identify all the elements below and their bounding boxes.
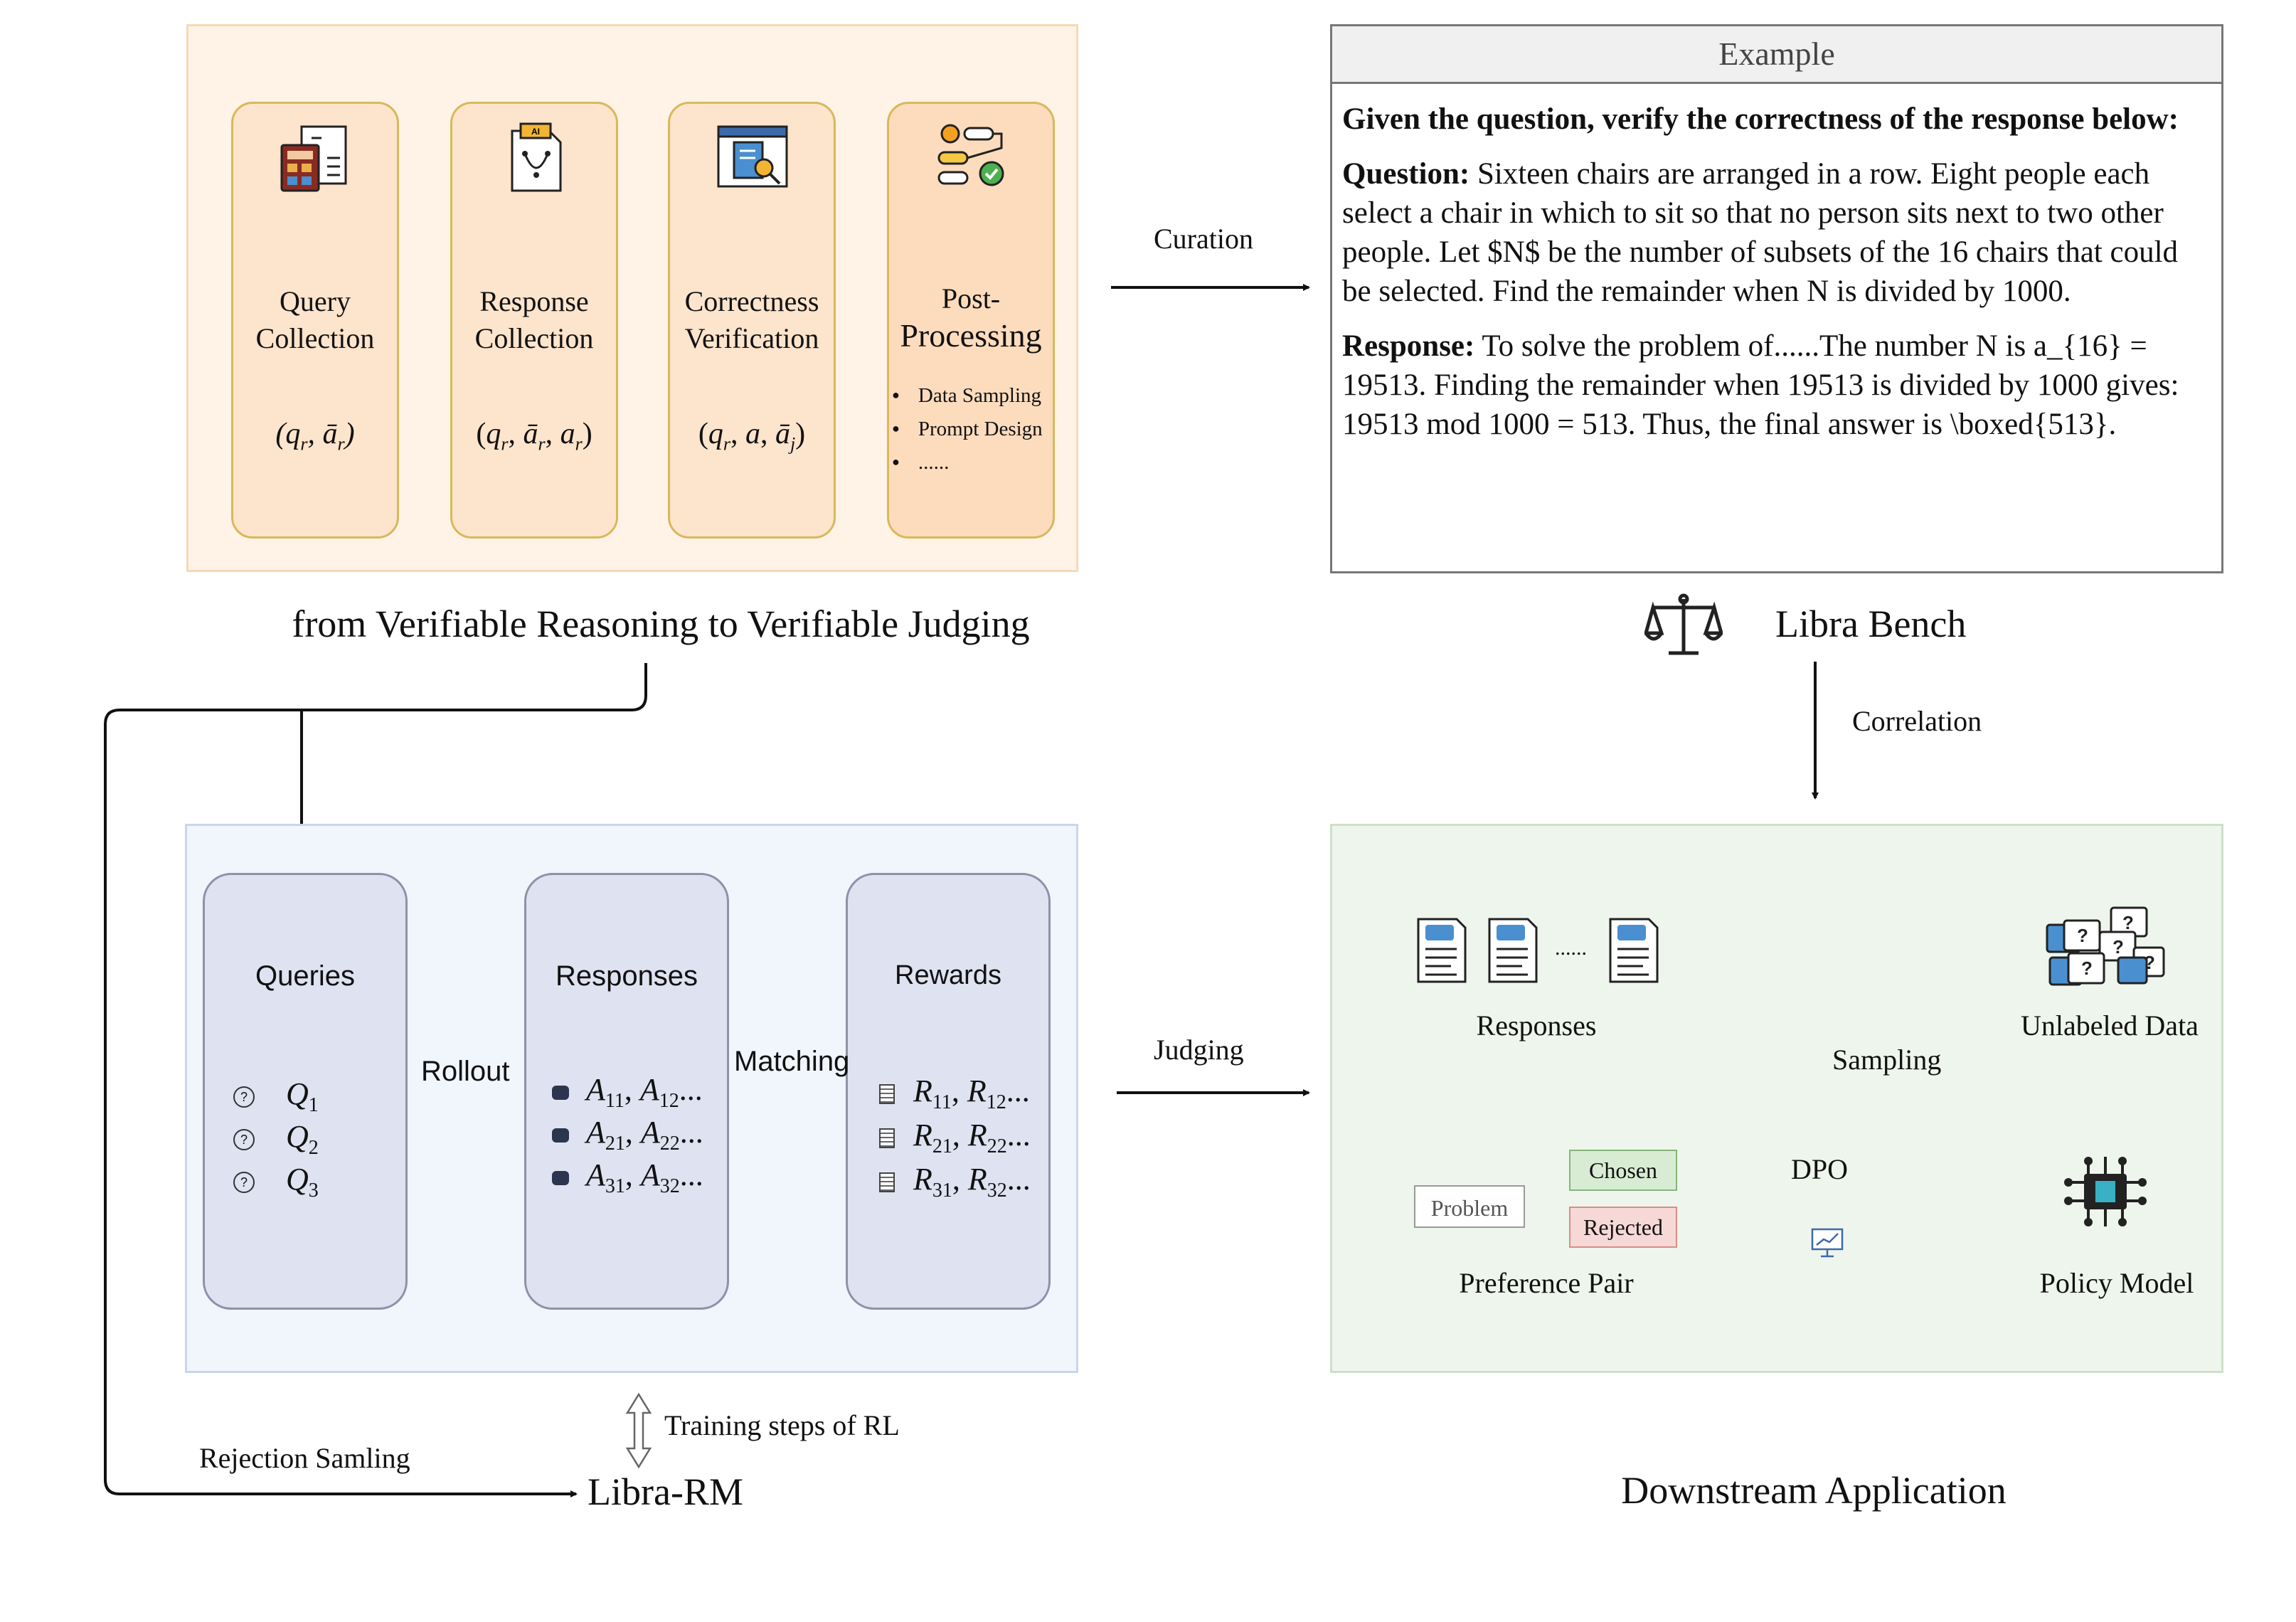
example-response: Response: To solve the problem of......T… bbox=[1342, 329, 2179, 441]
pipeline-panel: Query Collection (qr, ār) AI Response Co… bbox=[186, 24, 1078, 572]
queries-title: Queries bbox=[255, 960, 356, 992]
sampling-label: Sampling bbox=[1832, 1044, 1942, 1076]
post-processing-bullets: Data Sampling Prompt Design ...... bbox=[892, 380, 1043, 480]
chat-bubble-icon bbox=[552, 1085, 569, 1100]
response-documents-icon bbox=[1417, 918, 1659, 983]
workflow-check-icon bbox=[937, 124, 1004, 186]
rm-panel: Queries Responses Rewards bbox=[185, 824, 1078, 1373]
list-item: R31, R32... bbox=[879, 1161, 1031, 1202]
libra-rm-label: Libra-RM bbox=[588, 1470, 743, 1513]
stage-formula: (qr, ār) bbox=[275, 418, 355, 455]
rejected-box: Rejected bbox=[1569, 1207, 1677, 1248]
stage-title: Post- Processing bbox=[900, 282, 1042, 354]
arrow-caption-to-rm bbox=[104, 663, 647, 1498]
correlation-label: Correlation bbox=[1852, 705, 1982, 737]
example-header: Example bbox=[1332, 26, 2221, 84]
chat-bubble-icon bbox=[552, 1170, 569, 1185]
stage-formula: (qr, ār, ar) bbox=[476, 418, 592, 455]
rewards-title: Rewards bbox=[895, 960, 1001, 990]
ai-document-icon: AI bbox=[511, 122, 562, 192]
training-double-arrow bbox=[625, 1392, 652, 1469]
stage-formula: (qr, a, āj) bbox=[698, 418, 806, 455]
document-search-icon bbox=[717, 125, 788, 188]
document-icon bbox=[879, 1083, 895, 1104]
judging-label: Judging bbox=[1154, 1034, 1244, 1066]
document-icon bbox=[879, 1172, 895, 1192]
question-circle-icon: ? bbox=[233, 1128, 255, 1150]
example-body: Given the question, verify the correctne… bbox=[1332, 84, 2221, 444]
stage-title: Correctness Verification bbox=[684, 285, 819, 354]
svg-text:?: ? bbox=[2122, 912, 2134, 933]
example-question: Question: Sixteen chairs are arranged in… bbox=[1342, 157, 2179, 308]
downstream-caption: Downstream Application bbox=[1621, 1469, 2007, 1512]
stage-post-processing: Post- Processing Data Sampling Prompt De… bbox=[887, 102, 1055, 539]
chip-icon bbox=[2064, 1157, 2147, 1226]
training-steps-label: Training steps of RL bbox=[664, 1409, 900, 1441]
queries-column: Queries bbox=[203, 873, 408, 1310]
stage-correctness-verification: Correctness Verification (qr, a, āj) bbox=[668, 102, 836, 539]
unlabeled-data-icon: ??? ?? bbox=[2046, 906, 2165, 986]
rewards-column: Rewards bbox=[846, 873, 1051, 1310]
matching-label: Matching bbox=[734, 1046, 850, 1077]
svg-text:?: ? bbox=[2077, 925, 2088, 946]
svg-text:?: ? bbox=[2112, 936, 2124, 958]
chat-bubble-icon bbox=[552, 1128, 569, 1143]
list-item: A31, A32... bbox=[552, 1157, 703, 1198]
question-circle-icon: ? bbox=[233, 1086, 255, 1108]
svg-text:?: ? bbox=[2081, 958, 2093, 979]
stage-response-collection: AI Response Collection (qr, ār, ar) bbox=[450, 102, 618, 539]
example-box: Example Given the question, verify the c… bbox=[1330, 24, 2223, 573]
list-item: R11, R12... bbox=[879, 1073, 1030, 1114]
example-instruction: Given the question, verify the correctne… bbox=[1342, 102, 2179, 136]
training-chart-icon bbox=[1811, 1228, 1844, 1258]
chosen-box: Chosen bbox=[1569, 1150, 1677, 1191]
policy-model-label: Policy Model bbox=[2039, 1267, 2194, 1299]
question-circle-icon: ? bbox=[233, 1171, 255, 1193]
unlabeled-data-label: Unlabeled Data bbox=[2021, 1009, 2199, 1041]
balance-scale-icon bbox=[1644, 593, 1723, 655]
curation-label: Curation bbox=[1154, 223, 1253, 255]
pipeline-caption: from Verifiable Reasoning to Verifiable … bbox=[292, 603, 1030, 645]
stage-query-collection: Query Collection (qr, ār) bbox=[231, 102, 399, 539]
list-item: A21, A22... bbox=[552, 1114, 703, 1155]
downstream-panel bbox=[1330, 824, 2223, 1373]
downstream-responses-label: Responses bbox=[1476, 1009, 1597, 1041]
stage-title: Response Collection bbox=[474, 285, 594, 354]
calculator-document-icon bbox=[280, 125, 347, 192]
svg-text:AI: AI bbox=[531, 127, 540, 137]
rejection-sampling-label: Rejection Samling bbox=[199, 1442, 410, 1474]
list-item: ?Q3 bbox=[233, 1161, 319, 1202]
preference-pair-label: Preference Pair bbox=[1459, 1267, 1634, 1299]
list-item: A11, A12... bbox=[552, 1071, 703, 1113]
stage-title: Query Collection bbox=[255, 285, 375, 354]
responses-title: Responses bbox=[555, 960, 698, 992]
responses-dots: ...... bbox=[1555, 936, 1587, 960]
document-icon bbox=[879, 1128, 895, 1148]
list-item: ?Q1 bbox=[233, 1076, 319, 1117]
problem-box: Problem bbox=[1414, 1185, 1525, 1228]
list-item: R21, R22... bbox=[879, 1117, 1031, 1158]
libra-bench-label: Libra Bench bbox=[1775, 603, 1967, 645]
dpo-label: DPO bbox=[1791, 1153, 1849, 1185]
list-item: ?Q2 bbox=[233, 1118, 319, 1160]
svg-text:?: ? bbox=[2144, 952, 2155, 973]
rollout-label: Rollout bbox=[421, 1056, 510, 1087]
